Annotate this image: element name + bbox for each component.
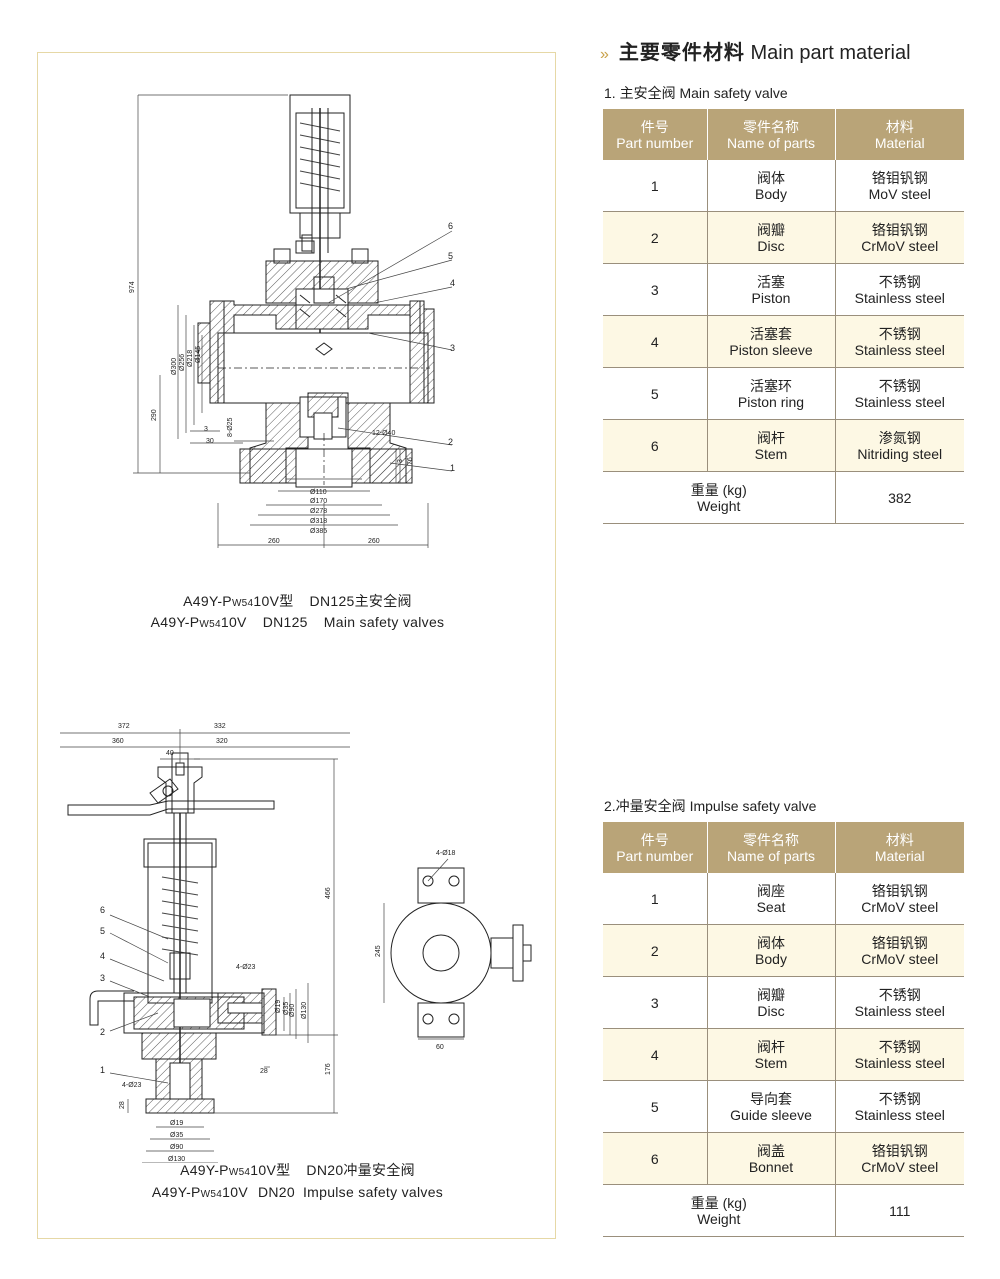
dim-d90-side: Ø90: [289, 1004, 296, 1017]
dim-d90-bottom: Ø90: [170, 1144, 183, 1151]
page-title: »主要零件材料 Main part material: [600, 42, 911, 64]
dim-40: 40: [166, 750, 174, 757]
dim-8-d25: 8-Ø25: [227, 417, 234, 437]
dim-d35-side: Ø35: [283, 1002, 290, 1015]
dim-4-d18: 4-Ø18: [436, 850, 456, 857]
dim-332: 332: [214, 723, 226, 730]
callout-3: 3: [450, 343, 455, 353]
dim-28a: 28: [260, 1068, 268, 1075]
dim-d19-side: Ø19: [275, 1000, 282, 1013]
dim-d256: Ø256: [179, 354, 186, 371]
dim-d385: Ø385: [310, 528, 327, 535]
main-valve-drawing: 974 290 Ø300 Ø256 Ø218 Ø145 Ø110 Ø170 Ø2…: [129, 94, 455, 548]
callout-5: 5: [448, 251, 453, 261]
dim-4-d23-b: 4-Ø23: [122, 1082, 142, 1089]
callout-4: 4: [450, 278, 455, 288]
impulse-callout-2: 2: [100, 1027, 105, 1037]
dim-d130-side: Ø130: [301, 1002, 308, 1019]
dim-d170: Ø170: [310, 498, 327, 505]
impulse-callout-5: 5: [100, 926, 105, 936]
dim-290: 290: [151, 409, 158, 421]
dim-320: 320: [216, 738, 228, 745]
callout-6: 6: [448, 221, 453, 231]
dim-245: 245: [375, 945, 382, 957]
impulse-callout-4: 4: [100, 951, 105, 961]
dim-12-d40: 12-Ø40: [372, 430, 395, 437]
weight-value: 111: [835, 1184, 964, 1237]
dim-176: 176: [325, 1063, 332, 1075]
dim-d218: Ø218: [187, 350, 194, 367]
dim-d19-bottom: Ø19: [170, 1120, 183, 1127]
impulse-valve-drawing: 372 332 360 320 40 466 176 28 28 4-Ø23 4…: [60, 723, 532, 1163]
weight-row: 重量 (kg)Weight 382: [603, 471, 964, 524]
dim-d300: Ø300: [171, 358, 178, 375]
dim-d318: Ø318: [310, 518, 327, 525]
dim-974: 974: [129, 281, 136, 293]
dim-260-left: 260: [268, 538, 280, 545]
callout-2: 2: [448, 437, 453, 447]
main-valve-section-title: 1. 主安全阀 Main safety valve: [604, 85, 788, 101]
dim-d35-bottom: Ø35: [170, 1132, 183, 1139]
dim-d130-bottom: Ø130: [168, 1156, 185, 1163]
dim-d145: Ø145: [195, 346, 202, 363]
weight-value: 382: [835, 471, 964, 524]
dim-3b: 3: [397, 459, 404, 463]
dim-30: 30: [206, 438, 214, 445]
dim-360: 360: [112, 738, 124, 745]
dim-76: 76: [407, 457, 414, 465]
dim-4-d23-a: 4-Ø23: [236, 964, 256, 971]
dim-d278: Ø278: [310, 508, 327, 515]
chevron-icon: »: [600, 46, 609, 63]
dim-d110: Ø110: [310, 489, 327, 496]
drawing-panel: 974 290 Ø300 Ø256 Ø218 Ø145 Ø110 Ø170 Ø2…: [37, 52, 556, 1239]
dim-372: 372: [118, 723, 130, 730]
callout-1: 1: [450, 463, 455, 473]
impulse-callout-6: 6: [100, 905, 105, 915]
dim-3a: 3: [204, 426, 208, 433]
impulse-callout-3: 3: [100, 973, 105, 983]
weight-row: 重量 (kg)Weight 111: [603, 1184, 964, 1237]
impulse-callout-1: 1: [100, 1065, 105, 1075]
dim-28b: 28: [119, 1101, 126, 1109]
dim-260-right: 260: [368, 538, 380, 545]
impulse-valve-section-title: 2.冲量安全阀 Impulse safety valve: [604, 798, 817, 814]
dim-466: 466: [325, 887, 332, 899]
dim-60: 60: [436, 1044, 444, 1051]
